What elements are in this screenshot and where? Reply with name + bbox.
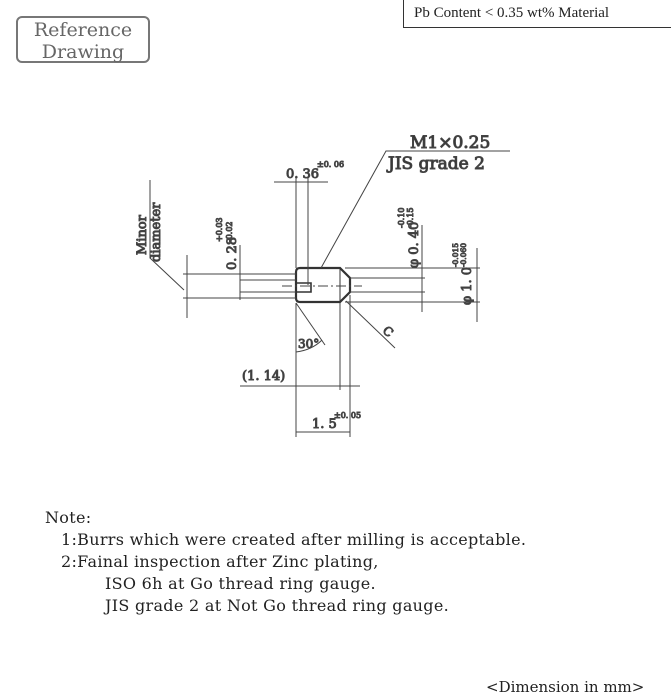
- slot-depth-label: 0. 28: [225, 237, 240, 270]
- length-label: 1. 5: [312, 417, 337, 432]
- notes: Note: 1:Burrs which were created after m…: [45, 507, 526, 617]
- units-note: <Dimension in mm>: [486, 678, 645, 696]
- notes-title: Note:: [45, 508, 92, 527]
- slot-width-tol: ±0. 06: [317, 160, 344, 169]
- dim-outer-diameter: [345, 248, 480, 322]
- dim-slot-width: [274, 178, 328, 285]
- stamp-line-1: Reference: [33, 19, 133, 41]
- tip-dia-tol-lower: -0.15: [406, 207, 415, 228]
- angle-label: 30°: [298, 337, 319, 351]
- dim-lengths: [240, 295, 360, 437]
- dim-slot-depth: [239, 245, 296, 300]
- chamfer-leader: [345, 300, 396, 349]
- chamfer-label: C: [380, 323, 396, 340]
- thread-leader: [320, 150, 510, 269]
- dim-minor-diameter: [149, 180, 296, 318]
- stamp-line-2: Drawing: [41, 41, 125, 63]
- note-item: 1:Burrs which were created after milling…: [61, 530, 527, 549]
- tip-dia-tol-upper: -0.10: [397, 207, 406, 228]
- note-item: ISO 6h at Go thread ring gauge.: [105, 574, 376, 593]
- minor-label: Minor: [135, 214, 150, 255]
- reference-drawing-stamp: Reference Drawing: [16, 16, 150, 63]
- ref-length-label: (1. 14): [242, 369, 285, 384]
- angle-arc: [295, 339, 323, 353]
- material-note: Pb Content < 0.35 wt% Material: [403, 0, 671, 28]
- screw-body: [294, 266, 352, 304]
- angle-line: [295, 302, 326, 346]
- slot-depth-tol-upper: +0.03: [215, 217, 224, 242]
- thread-spec: M1×0.25: [410, 133, 490, 153]
- slot-depth-tol-lower: -0.02: [225, 221, 234, 242]
- diameter-label: diameter: [149, 202, 164, 262]
- outer-dia-tol-lower: -0.060: [459, 243, 468, 267]
- outer-dia-tol-upper: -0.015: [451, 243, 460, 267]
- note-item: 2:Fainal inspection after Zinc plating,: [61, 552, 379, 571]
- length-tol: ±0. 05: [334, 411, 361, 420]
- outer-dia-label: φ 1. 0: [460, 267, 475, 305]
- slot-width-label: 0. 36: [286, 167, 319, 182]
- tip-dia-label: φ 0. 40: [407, 222, 422, 268]
- thread-grade: JIS grade 2: [386, 154, 485, 174]
- note-item: JIS grade 2 at Not Go thread ring gauge.: [105, 596, 449, 615]
